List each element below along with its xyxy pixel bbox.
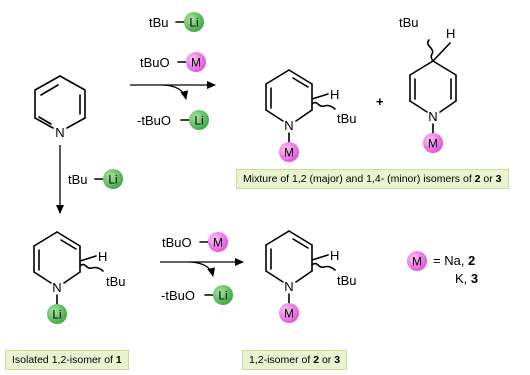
reagent-tbuli-top: tBu Li bbox=[149, 12, 204, 32]
reagent-tbuom-bottom: tBuO M bbox=[162, 232, 228, 252]
product-14-isomer: N M H tBu bbox=[399, 15, 457, 153]
m-ball bbox=[186, 52, 206, 72]
key-na: = Na, 2 bbox=[433, 253, 476, 268]
m-ball bbox=[208, 232, 228, 252]
pyridine-structure: N bbox=[34, 75, 86, 140]
note-12-isomer: 1,2-isomer of 2 or 3 bbox=[242, 350, 348, 370]
svg-text:M: M bbox=[428, 137, 438, 151]
svg-text:M: M bbox=[284, 307, 294, 321]
li-ball bbox=[103, 169, 123, 189]
svg-text:Li: Li bbox=[52, 308, 61, 322]
li-ball bbox=[189, 110, 209, 130]
svg-text:N: N bbox=[428, 109, 437, 124]
m-ball bbox=[279, 303, 299, 323]
svg-text:Li: Li bbox=[108, 173, 117, 187]
bottom-reaction-arrow bbox=[160, 258, 244, 277]
note-isolated: Isolated 1,2-isomer of 1 bbox=[5, 350, 129, 370]
svg-text:M: M bbox=[213, 236, 223, 250]
svg-text:tBu: tBu bbox=[149, 15, 169, 30]
byproduct-tbuoli-top: -tBuO Li bbox=[137, 110, 209, 130]
svg-text:M: M bbox=[284, 146, 294, 160]
li-ball bbox=[47, 304, 67, 324]
m-ball bbox=[407, 251, 427, 271]
plus-sign: + bbox=[376, 94, 384, 109]
li-ball bbox=[184, 12, 204, 32]
svg-text:tBuO: tBuO bbox=[140, 55, 170, 70]
key-m-ball: M bbox=[407, 251, 427, 271]
svg-text:H: H bbox=[330, 248, 339, 263]
product-12-isomer-li: N Li H tBu bbox=[33, 231, 126, 324]
product-12-isomer-m: N M H tBu bbox=[265, 230, 357, 323]
svg-text:-tBuO: -tBuO bbox=[161, 288, 195, 303]
byproduct-tbuoli-bottom: -tBuO Li bbox=[161, 285, 233, 305]
svg-text:tBu: tBu bbox=[337, 273, 357, 288]
reagent-tbuom-top: tBuO M bbox=[140, 52, 206, 72]
m-ball bbox=[279, 142, 299, 162]
svg-text:Li: Li bbox=[194, 114, 203, 128]
svg-text:N: N bbox=[284, 279, 293, 294]
li-ball bbox=[213, 285, 233, 305]
svg-text:H: H bbox=[98, 249, 107, 264]
svg-text:M: M bbox=[191, 56, 201, 70]
svg-text:tBu: tBu bbox=[68, 172, 88, 187]
svg-text:tBu: tBu bbox=[106, 274, 126, 289]
svg-text:Li: Li bbox=[218, 289, 227, 303]
svg-text:tBu: tBu bbox=[337, 111, 357, 126]
svg-text:-tBuO: -tBuO bbox=[137, 113, 171, 128]
key-k: K, 3 bbox=[455, 271, 479, 286]
top-reaction-arrow bbox=[130, 81, 216, 100]
svg-text:Li: Li bbox=[189, 16, 198, 30]
m-ball bbox=[423, 133, 443, 153]
note-mixture: Mixture of 1,2 (major) and 1,4- (minor) … bbox=[236, 169, 509, 189]
pyridine-n-label: N bbox=[55, 125, 64, 140]
product-12-isomer-top: N M H tBu bbox=[265, 69, 357, 162]
svg-text:tBu: tBu bbox=[399, 15, 419, 30]
svg-text:tBuO: tBuO bbox=[162, 235, 192, 250]
svg-text:N: N bbox=[284, 118, 293, 133]
svg-text:H: H bbox=[330, 87, 339, 102]
reagent-tbuli-vertical: tBu Li bbox=[68, 169, 123, 189]
svg-text:N: N bbox=[52, 280, 61, 295]
svg-text:M: M bbox=[412, 255, 422, 269]
svg-text:H: H bbox=[446, 26, 455, 41]
